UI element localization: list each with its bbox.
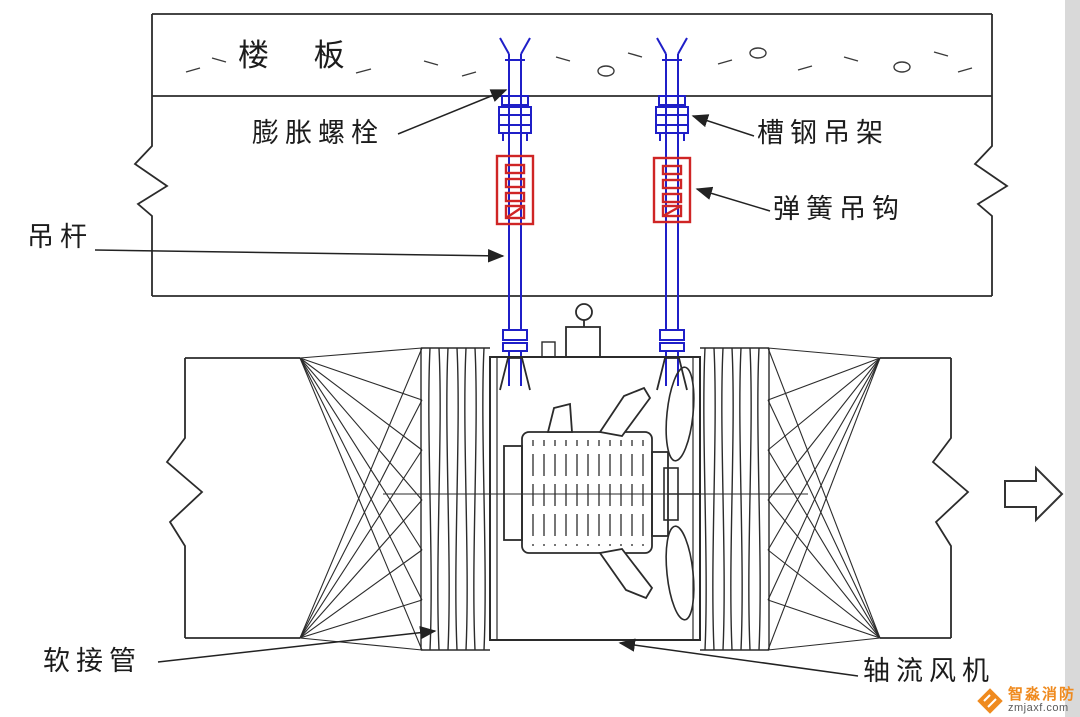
label-flexible-duct: 软接管	[43, 646, 142, 676]
motor-bracket-upper-left	[546, 402, 573, 433]
concrete-hatch-marks	[185, 47, 973, 77]
expansion-bolt-anchor-left	[499, 37, 531, 96]
motor-support-arm-lower	[598, 548, 654, 600]
watermark: 智淼消防 zmjaxf.com	[977, 685, 1076, 715]
leader-lines	[94, 89, 859, 677]
expansion-bolt-leader	[397, 89, 508, 135]
break-symbol-left-duct	[165, 358, 204, 638]
spring-hook-left	[495, 154, 535, 226]
cone-transition-left	[299, 347, 423, 651]
flexible-connector-left	[420, 347, 490, 651]
channel-hanger-leader	[691, 114, 755, 137]
label-hanger-rod: 吊杆	[27, 222, 93, 252]
channel-bracket-right	[655, 106, 689, 141]
watermark-logo-icon	[977, 688, 1003, 714]
label-axial-fan: 轴流风机	[863, 656, 995, 686]
break-symbol-right-duct	[931, 358, 970, 638]
casing-hanger-lugs	[499, 357, 688, 391]
spring-hook-leader	[695, 186, 771, 212]
image-edge-strip	[1065, 0, 1080, 717]
label-expansion-bolt: 膨胀螺栓	[252, 118, 384, 148]
cone-transition-right	[767, 347, 881, 651]
flexible-duct-leader	[157, 625, 437, 663]
break-symbol-right-wall	[973, 14, 1009, 296]
duct-right	[880, 357, 970, 639]
fan-impeller	[663, 366, 700, 621]
floor-slab	[133, 13, 1009, 297]
fan-motor	[503, 386, 669, 600]
duct-left	[165, 357, 300, 639]
spring-hook-right	[652, 156, 692, 224]
channel-bracket-left	[498, 106, 532, 141]
axial-fan-leader	[618, 638, 859, 677]
flow-arrow-icon	[1004, 465, 1064, 523]
expansion-bolt-anchor-right	[656, 37, 688, 96]
watermark-site: zmjaxf.com	[1007, 702, 1069, 715]
label-floor-slab: 楼 板	[238, 38, 363, 73]
watermark-brand: 智淼消防	[1007, 685, 1076, 703]
hanger-rod-leader	[94, 249, 505, 263]
break-symbol-left-wall	[133, 14, 169, 296]
motor-support-arm-upper	[598, 386, 652, 437]
lifting-eye-fitting	[541, 303, 601, 358]
label-spring-hook: 弹簧吊钩	[773, 194, 905, 224]
label-channel-hanger: 槽钢吊架	[757, 118, 889, 148]
hanger-rod-left	[498, 37, 532, 386]
flexible-connector-right	[700, 347, 770, 651]
